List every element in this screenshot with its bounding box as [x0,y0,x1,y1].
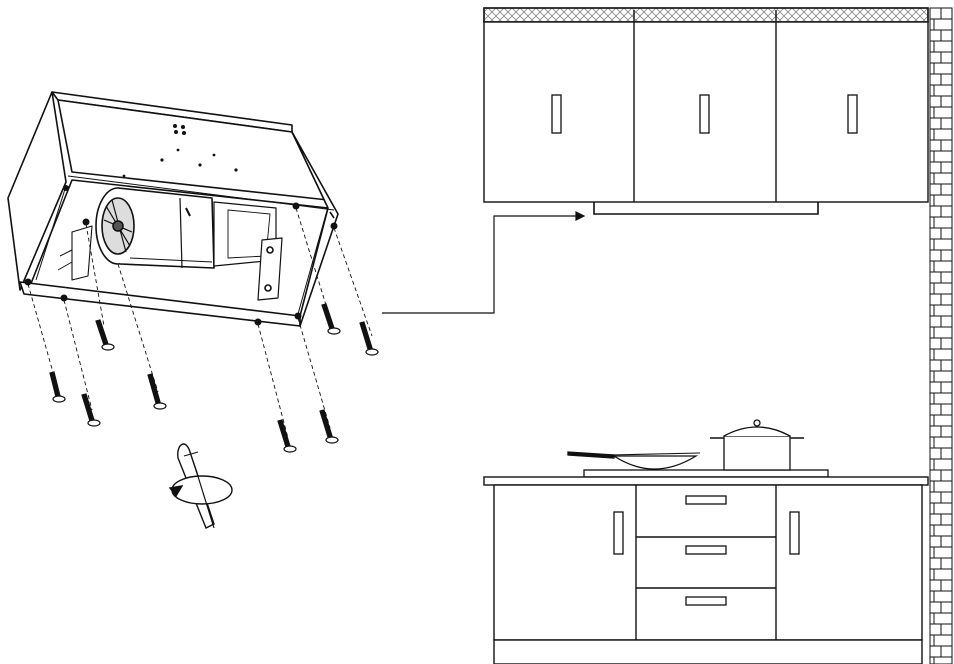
screwdriver-rotation-icon [168,443,233,529]
screw [359,321,379,356]
cooktop-with-pan-and-pot [567,419,829,478]
mounting-holes [122,124,238,178]
mounting-screws [27,207,379,453]
brick-wall [929,7,953,664]
screw [321,303,341,335]
screw [95,319,115,351]
kitchen-counter-base-cabinets [483,476,929,664]
frying-pan [567,451,701,470]
installed-range-hood [593,202,819,215]
countertop [483,476,929,486]
screw [49,371,66,403]
plinth [493,639,923,664]
installation-arrow [382,211,586,314]
screw [319,409,339,444]
wall-cabinet-handle [551,94,858,134]
blower-fan [95,187,215,269]
wall-cabinets [483,7,929,215]
range-hood-unit [7,91,339,327]
cooking-pot [710,419,804,471]
drawer-handle [685,495,727,606]
base-cabinet-handle [613,511,800,555]
screw [277,419,297,453]
screw [147,373,167,410]
screw [81,393,101,427]
